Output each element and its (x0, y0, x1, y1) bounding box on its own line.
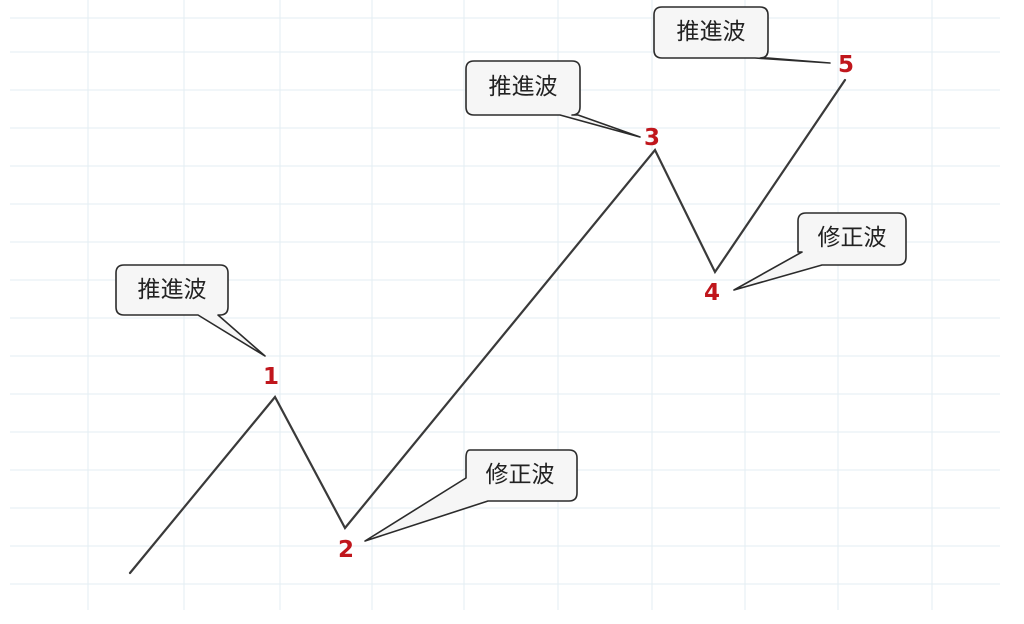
callout-bubble-4 (733, 212, 907, 291)
callout-1: 推進波 (115, 264, 266, 357)
callout-text-4: 修正波 (818, 225, 887, 251)
callout-text-1: 推進波 (138, 277, 207, 303)
callout-bubble-3 (465, 60, 641, 138)
wave-point-label-3: 3 (644, 125, 660, 151)
callout-bubble-5 (653, 6, 831, 64)
wave-point-label-4: 4 (704, 280, 720, 306)
callout-3: 推進波 (465, 60, 641, 138)
callout-bubble-1 (115, 264, 266, 357)
wave-point-label-1: 1 (263, 364, 279, 390)
callout-text-5: 推進波 (677, 19, 746, 45)
callout-text-3: 推進波 (489, 74, 558, 100)
callout-5: 推進波 (653, 6, 831, 64)
callout-bubble-2 (364, 449, 578, 542)
wave-line (128, 78, 847, 575)
wave-point-label-5: 5 (838, 52, 854, 78)
callout-4: 修正波 (733, 212, 907, 291)
callout-text-2: 修正波 (486, 462, 555, 488)
callout-2: 修正波 (364, 449, 578, 542)
wave-point-label-2: 2 (338, 537, 354, 563)
